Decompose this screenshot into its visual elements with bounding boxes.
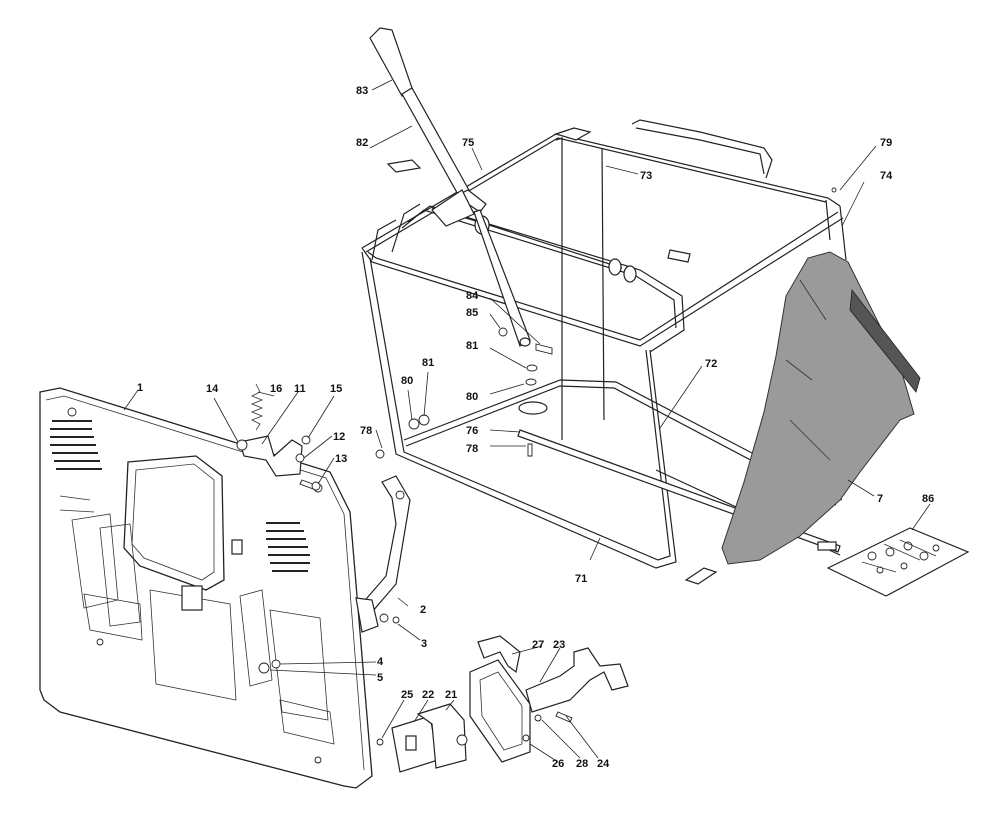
label-82: 82 bbox=[356, 137, 368, 149]
label-72: 72 bbox=[705, 358, 717, 370]
label-76: 76 bbox=[466, 425, 478, 437]
label-80-right: 80 bbox=[466, 391, 478, 403]
label-81-right: 81 bbox=[466, 340, 478, 352]
label-80-left: 80 bbox=[401, 375, 413, 387]
vent-holes-right bbox=[266, 522, 310, 572]
latch-assembly bbox=[376, 635, 629, 773]
label-3: 3 bbox=[421, 638, 427, 650]
washers-bolts-lower bbox=[258, 616, 400, 674]
part-number-labels: 1 2 3 4 5 7 11 12 13 14 15 16 21 22 23 2… bbox=[137, 85, 934, 770]
label-79: 79 bbox=[880, 137, 892, 149]
label-74: 74 bbox=[880, 170, 893, 182]
label-81-left: 81 bbox=[422, 357, 434, 369]
leader-lines bbox=[123, 79, 931, 763]
label-14: 14 bbox=[206, 383, 219, 395]
label-15: 15 bbox=[330, 383, 342, 395]
label-27: 27 bbox=[532, 639, 544, 651]
label-78-left: 78 bbox=[360, 425, 372, 437]
hardware-kit-bag bbox=[826, 527, 970, 597]
label-2: 2 bbox=[420, 604, 426, 616]
lift-lever bbox=[369, 27, 531, 347]
label-25: 25 bbox=[401, 689, 413, 701]
grass-bag-fabric bbox=[721, 251, 921, 565]
label-21: 21 bbox=[445, 689, 457, 701]
frame-hardware bbox=[375, 187, 837, 459]
pivot-bracket bbox=[355, 475, 411, 633]
label-28: 28 bbox=[576, 758, 588, 770]
spring-bracket-assembly bbox=[236, 383, 321, 491]
label-26: 26 bbox=[552, 758, 564, 770]
label-78-right: 78 bbox=[466, 443, 478, 455]
label-24: 24 bbox=[597, 758, 610, 770]
label-22: 22 bbox=[422, 689, 434, 701]
mounting-plate bbox=[39, 387, 373, 789]
label-13: 13 bbox=[335, 453, 347, 465]
label-4: 4 bbox=[377, 656, 384, 668]
label-75: 75 bbox=[462, 137, 474, 149]
label-73: 73 bbox=[640, 170, 652, 182]
label-86: 86 bbox=[922, 493, 934, 505]
label-83: 83 bbox=[356, 85, 368, 97]
label-85: 85 bbox=[466, 307, 478, 319]
vent-holes-left bbox=[50, 420, 102, 470]
label-16: 16 bbox=[270, 383, 282, 395]
label-84: 84 bbox=[466, 290, 479, 302]
label-1: 1 bbox=[137, 382, 143, 394]
label-12: 12 bbox=[333, 431, 345, 443]
label-5: 5 bbox=[377, 672, 383, 684]
label-11: 11 bbox=[294, 383, 306, 395]
label-7: 7 bbox=[877, 493, 883, 505]
label-71: 71 bbox=[575, 573, 587, 585]
label-23: 23 bbox=[553, 639, 565, 651]
